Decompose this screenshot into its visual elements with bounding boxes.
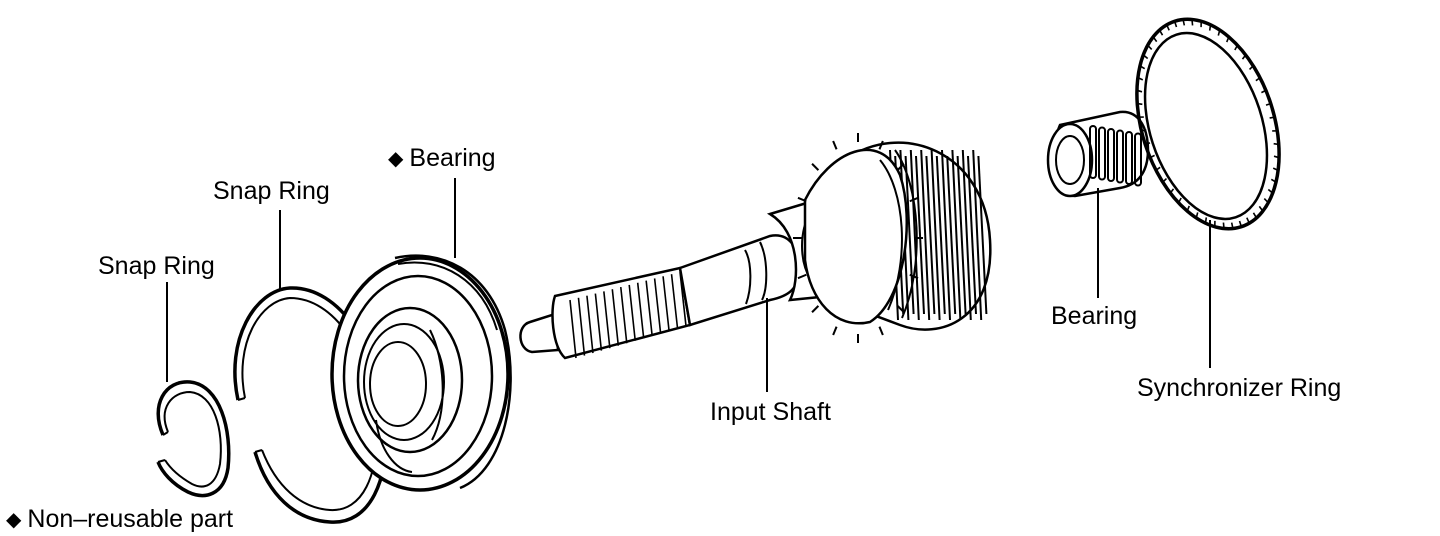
leader-lines — [166, 178, 1211, 392]
label-front-bearing: ◆Bearing — [388, 144, 496, 172]
label-synchronizer-ring: Synchronizer Ring — [1137, 374, 1342, 402]
needle-bearing — [1046, 110, 1150, 198]
diamond-icon: ◆ — [388, 148, 404, 170]
synchronizer-ring — [1135, 17, 1281, 231]
input-shaft — [519, 133, 992, 360]
legend: ◆Non–reusable part — [6, 505, 234, 533]
diamond-icon: ◆ — [6, 509, 22, 531]
label-snap-ring-large: Snap Ring — [213, 177, 330, 205]
label-input-shaft: Input Shaft — [710, 398, 831, 426]
small-snap-ring — [156, 380, 231, 498]
front-ball-bearing — [329, 254, 512, 493]
label-snap-ring-small: Snap Ring — [98, 252, 215, 280]
label-needle-bearing: Bearing — [1051, 302, 1138, 330]
